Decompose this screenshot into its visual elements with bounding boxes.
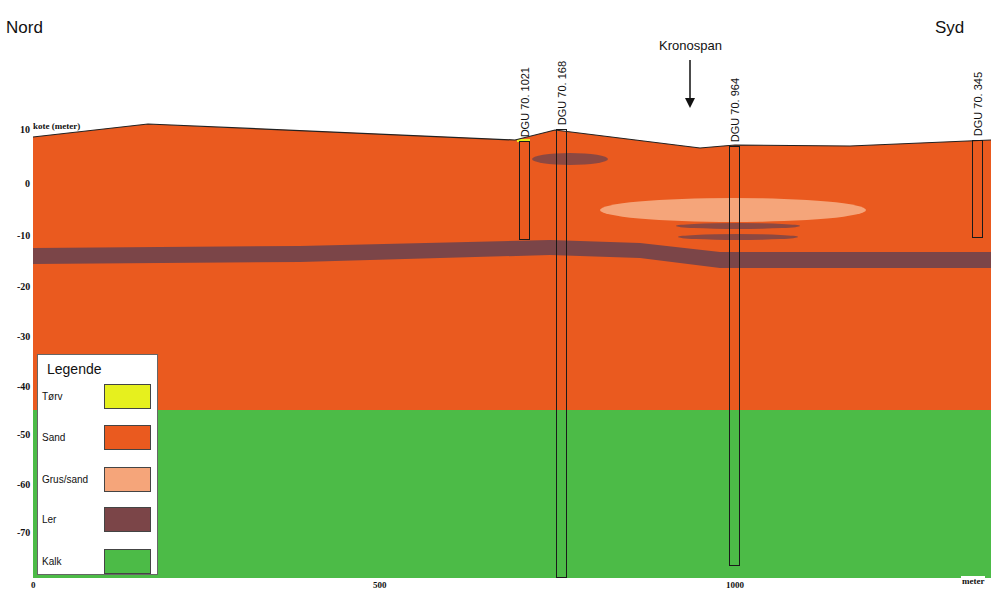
tick-label: -20 [17, 281, 30, 292]
legend-swatch [104, 425, 151, 450]
legend-box: LegendeTørvSandGrus/sandLerKalk [37, 354, 158, 575]
borehole [972, 140, 983, 238]
legend-swatch [104, 384, 151, 409]
legend-text: Sand [42, 432, 65, 443]
direction-label: Syd [935, 18, 964, 38]
axis-title: kote (meter) [33, 121, 80, 131]
legend-swatch [104, 507, 151, 532]
legend-text: Grus/sand [42, 474, 88, 485]
tick-label: 10 [20, 124, 30, 135]
borehole [729, 146, 740, 566]
legend-swatch [104, 467, 151, 492]
tick-label: -70 [17, 527, 30, 538]
borehole-label: DGU 70. 345 [972, 72, 984, 136]
borehole [519, 141, 530, 240]
axis-unit: meter [961, 576, 985, 586]
tick-label: 0 [25, 178, 30, 189]
tick-label: 1000 [725, 580, 745, 590]
borehole-label: DGU 70. 1021 [519, 67, 531, 137]
borehole-label: DGU 70. 964 [729, 78, 741, 142]
tick-label: 0 [30, 580, 37, 590]
tick-label: -40 [17, 381, 30, 392]
tick-label: -60 [17, 479, 30, 490]
legend-text: Kalk [42, 556, 61, 567]
legend-text: Ler [42, 514, 56, 525]
site-label: Kronospan [659, 38, 722, 53]
legend-text: Tørv [42, 391, 63, 402]
tick-label: -10 [17, 230, 30, 241]
direction-label: Nord [6, 18, 43, 38]
legend-swatch [104, 549, 151, 574]
borehole [556, 129, 567, 578]
tick-label: -50 [17, 429, 30, 440]
legend-title: Legende [47, 361, 102, 377]
tick-label: 500 [372, 580, 388, 590]
borehole-label: DGU 70. 168 [556, 61, 568, 125]
tick-label: -30 [17, 331, 30, 342]
